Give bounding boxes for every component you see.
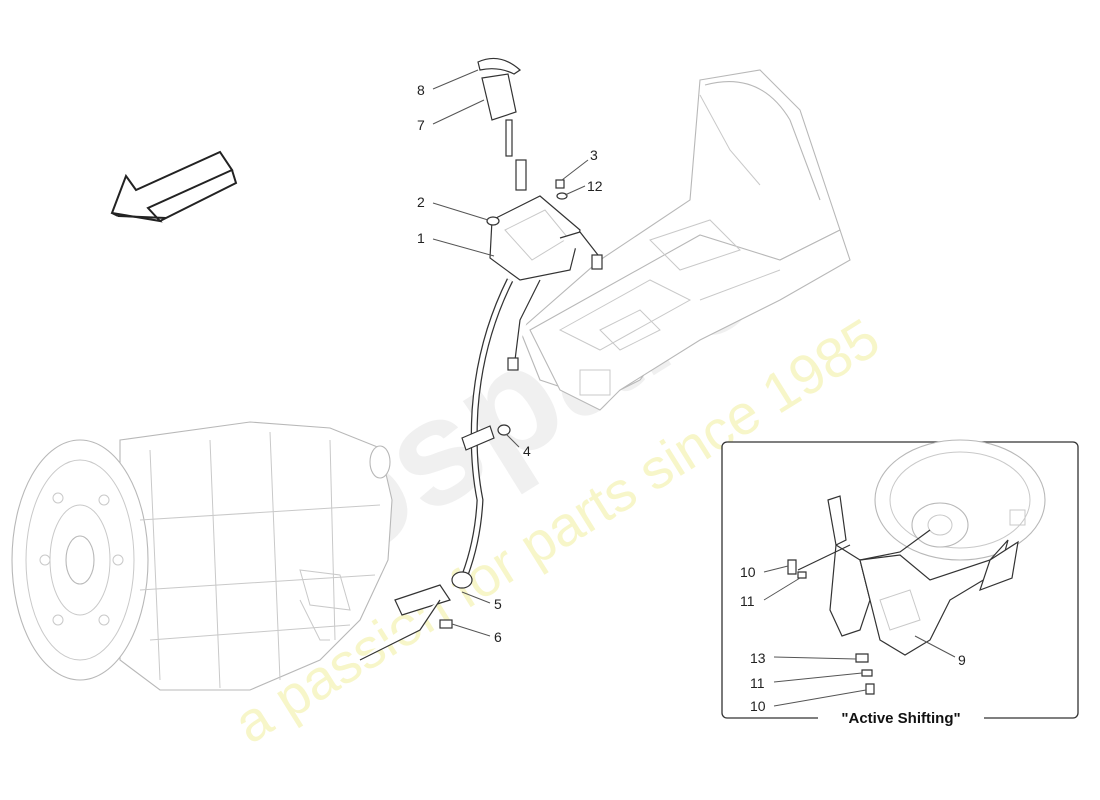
callout-1: 1 (417, 230, 425, 246)
paddle-wire (859, 529, 931, 561)
steering-wheel-ghost (874, 439, 1046, 561)
callout-6: 6 (494, 629, 502, 645)
washer-11-bottom (861, 669, 873, 677)
callout-3: 3 (590, 147, 598, 163)
inset-callout-11-bottom: 11 (750, 675, 765, 691)
active-shifting-inset: "Active Shifting" 10 (721, 439, 1079, 727)
callout-4: 4 (523, 443, 531, 459)
inset-callout-13: 13 (750, 650, 766, 666)
callout-8: 8 (417, 82, 425, 98)
grommet-4 (497, 424, 511, 436)
selector-cable (359, 278, 514, 661)
paddle-right-housing (859, 539, 1009, 656)
cable-clip (461, 425, 495, 451)
callout-12: 12 (587, 178, 603, 194)
bolt-6 (439, 619, 453, 629)
washer-12 (556, 192, 568, 200)
inset-callout-10-bottom: 10 (750, 698, 766, 714)
selector-lever-lower (515, 159, 527, 191)
front-direction-arrow-icon (110, 150, 238, 223)
screw-3 (555, 179, 565, 189)
paddle-cable (797, 544, 851, 571)
paddle-left (827, 495, 847, 546)
gear-selector-assembly (477, 57, 603, 371)
callout-5: 5 (494, 596, 502, 612)
callout-2: 2 (417, 194, 425, 210)
paddle-right (979, 540, 1019, 592)
transmission-ghost (11, 421, 393, 691)
bracket-5 (394, 584, 451, 616)
connector-a (591, 254, 603, 270)
gear-knob (481, 73, 517, 121)
knob-trim-cover (477, 57, 521, 75)
inset-callout-11-top: 11 (740, 593, 755, 609)
callouts-main: 8 7 3 12 2 1 4 5 6 (417, 69, 603, 645)
harness (514, 279, 541, 361)
screw-10-bottom (865, 683, 875, 695)
callout-7: 7 (417, 117, 425, 133)
selector-unit-body (489, 195, 581, 281)
cable-end-fitting (451, 571, 473, 589)
connector-b (507, 357, 519, 371)
center-console-ghost (519, 69, 851, 411)
callouts-inset: 10 11 13 11 10 9 (740, 564, 966, 714)
cable-rod (359, 599, 441, 661)
paddle-shift-assembly (787, 495, 1019, 695)
washer-11-top (797, 571, 807, 579)
washer-13 (855, 653, 869, 663)
inset-callout-10-top: 10 (740, 564, 756, 580)
screw-10-top (787, 559, 797, 575)
inset-title: "Active Shifting" (841, 710, 960, 727)
nut-2 (486, 216, 500, 226)
inset-callout-9: 9 (958, 652, 966, 668)
selector-lever-shaft (505, 119, 513, 157)
